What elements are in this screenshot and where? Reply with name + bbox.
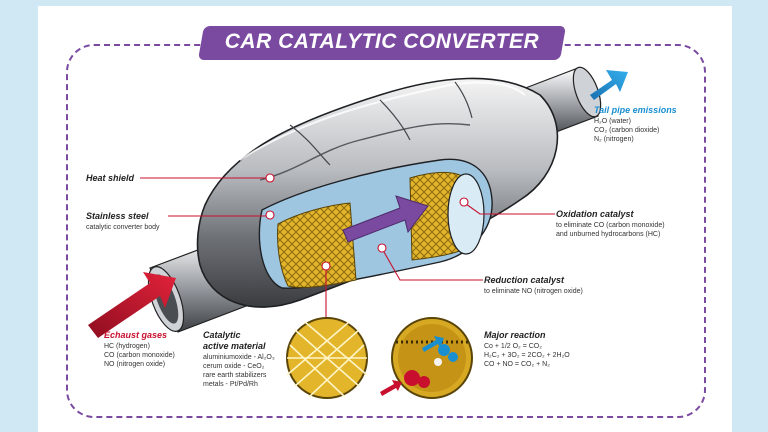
leader-lines [140, 173, 555, 320]
diagram-title: CAR CATALYTIC CONVERTER [224, 30, 540, 53]
catalytic-label-1: Catalytic [203, 330, 241, 340]
tail-pipe-line-2: CO₂ (carbon dioxide) [594, 127, 660, 134]
reduction-sublabel: to eliminate NO (nitrogen oxide) [484, 288, 583, 295]
flow-arrow-icon [342, 195, 429, 243]
reduction-catalyst-label: Reduction catalyst [484, 275, 565, 285]
exhaust-gases-label: Echaust gases [104, 330, 168, 340]
oxidation-line-1: to eliminate CO (carbon monoxide) [556, 222, 665, 229]
reaction-line-2: H₂C₂ + 3O₂ = 2CO₂ + 2H₂O [484, 352, 570, 359]
catalytic-line-1: aluminiumoxide - Al₂O₃ [203, 354, 275, 361]
reaction-zoom [391, 317, 473, 399]
catalytic-line-3: rare earth stabilizers [203, 372, 267, 379]
honeycomb-zoom [286, 317, 368, 399]
stainless-steel-sublabel: catalytic converter body [86, 224, 160, 231]
reaction-line-1: Co + 1/2 O₂ = CO₂ [484, 343, 542, 350]
heat-shield-label: Heat shield [86, 173, 135, 183]
major-reaction-label: Major reaction [484, 330, 546, 340]
tail-pipe-line-3: N₂ (nitrogen) [594, 136, 634, 143]
input-small-arrow-icon [380, 380, 402, 396]
stainless-steel-label: Stainless steel [86, 211, 149, 221]
tailpipe-arrow-icon [590, 70, 628, 100]
catalytic-line-2: cerum oxide - CeO₂ [203, 363, 265, 370]
exhaust-line-3: NO (nitrogen oxide) [104, 361, 166, 368]
catalytic-line-4: metals - Pt/Pd/Rh [203, 381, 258, 388]
oxidation-line-2: and unburned hydrocarbons (HC) [556, 231, 661, 238]
catalytic-label-2: active material [203, 341, 266, 351]
reaction-line-3: CO + NO = CO₂ + N₂ [484, 361, 550, 368]
oxidation-catalyst-label: Oxidation catalyst [556, 209, 634, 219]
tail-pipe-label: Tail pipe emissions [594, 105, 677, 115]
exhaust-arrow-icon [88, 272, 176, 338]
tail-pipe-line-1: H₂O (water) [594, 118, 631, 125]
exhaust-line-1: HC (hydrogen) [104, 343, 150, 350]
exhaust-line-2: CO (carbon monoxide) [104, 352, 175, 359]
